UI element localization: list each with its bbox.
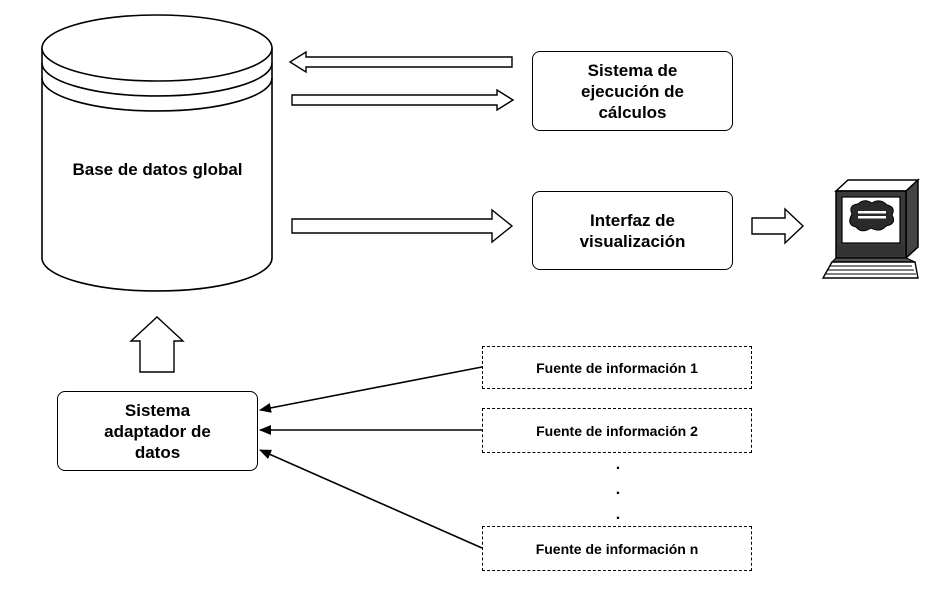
dot: .	[615, 456, 621, 473]
visualization-interface-label: Interfaz de visualización	[579, 210, 686, 251]
ellipsis-dots: . . .	[612, 456, 624, 523]
calc-system-box: Sistema de ejecución de cálculos	[532, 51, 733, 131]
visualization-interface-box: Interfaz de visualización	[532, 191, 733, 270]
computer-monitor-icon	[821, 178, 920, 279]
source-label-n: Fuente de información n	[535, 540, 699, 557]
arrow-calc-to-db	[288, 50, 513, 74]
arrow-db-to-viz	[291, 208, 514, 244]
database-label: Base de datos global	[72, 160, 243, 179]
data-adapter-label: Sistema adaptador de datos	[104, 400, 211, 462]
arrow-sourcen-to-adapter	[259, 449, 483, 549]
arrow-viz-to-monitor	[751, 207, 805, 245]
arrow-db-to-calc	[291, 88, 515, 112]
arrow-adapter-to-db	[129, 316, 185, 373]
database-cylinder-icon	[41, 14, 273, 292]
arrow-source1-to-adapter	[259, 366, 483, 413]
source-label-2: Fuente de información 2	[536, 422, 698, 439]
source-box-1: Fuente de información 1	[482, 346, 752, 389]
source-box-n: Fuente de información n	[482, 526, 752, 571]
source-box-2: Fuente de información 2	[482, 408, 752, 453]
calc-system-label: Sistema de ejecución de cálculos	[581, 60, 684, 122]
dot: .	[615, 506, 621, 523]
dot: .	[615, 481, 621, 498]
source-label-1: Fuente de información 1	[536, 359, 698, 376]
data-adapter-box: Sistema adaptador de datos	[57, 391, 258, 471]
